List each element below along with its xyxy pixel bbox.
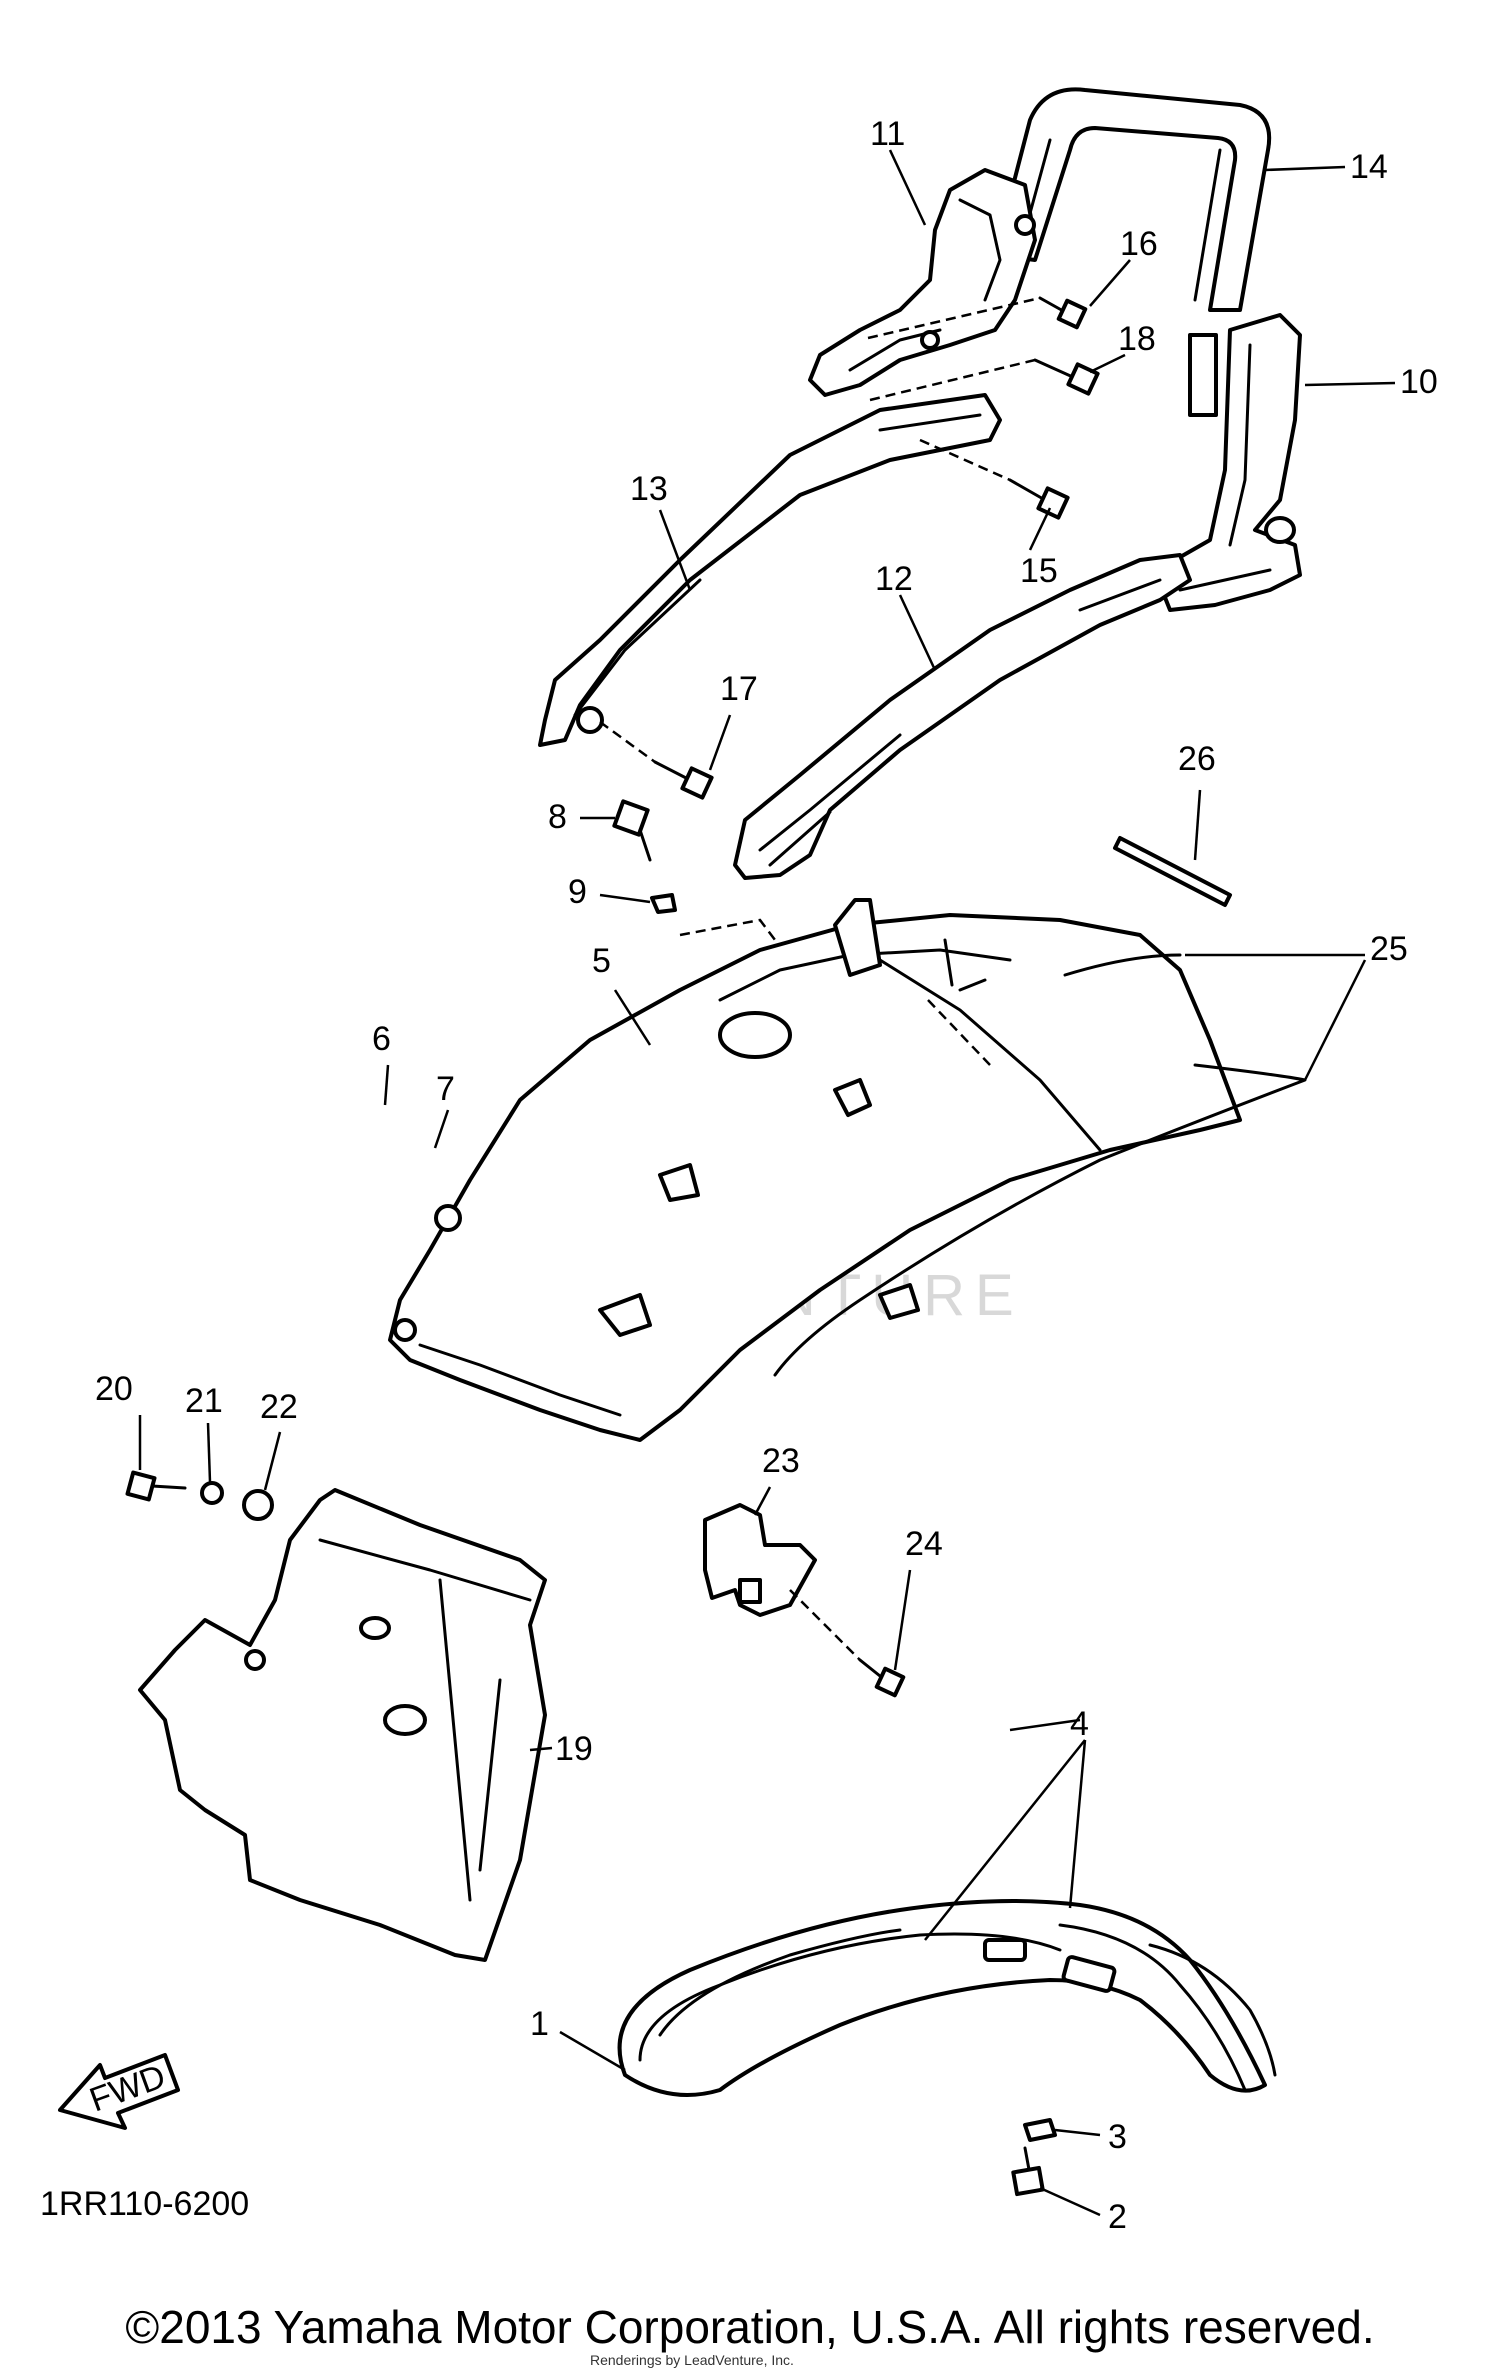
part-26-strip xyxy=(1113,836,1232,907)
part-19-detail xyxy=(318,1538,532,1902)
callout-16: 16 xyxy=(1120,225,1158,263)
part-16-bolt xyxy=(1038,296,1088,330)
part-5-edge xyxy=(418,958,1102,1417)
part-5-tab xyxy=(598,1293,652,1337)
callout-23: 23 xyxy=(762,1442,800,1480)
part-21-washer xyxy=(200,1481,224,1505)
part-1-front-fender xyxy=(617,1899,1267,2097)
callout-8: 8 xyxy=(548,798,567,836)
callout-10: 10 xyxy=(1400,363,1438,401)
leader-lines xyxy=(138,149,1396,2217)
callout-7: 7 xyxy=(436,1070,455,1108)
part-17-bolt xyxy=(653,760,714,800)
part-22-nut xyxy=(242,1489,274,1521)
part-10-slot xyxy=(1188,333,1218,417)
part-1-inner xyxy=(638,1932,1062,2062)
part-1-slot xyxy=(1061,1955,1117,1993)
part-5-rear-fender xyxy=(388,913,1242,1442)
part-2-bolt xyxy=(1011,2146,1045,2197)
fwd-arrow-icon: FWD xyxy=(58,2053,180,2130)
part-1-slot xyxy=(983,1938,1027,1962)
part-8-bolt xyxy=(612,799,652,862)
part-23-bracket xyxy=(703,1503,817,1617)
part-12-right-rail xyxy=(733,553,1192,880)
diagram-code: 1RR110-6200 xyxy=(40,2185,250,2223)
callout-12: 12 xyxy=(875,560,913,598)
part-5-hole xyxy=(718,1011,792,1059)
part-15-bolt xyxy=(1008,478,1070,520)
part-20-bolt xyxy=(125,1470,187,1502)
part-23-tab xyxy=(738,1578,762,1604)
callout-6: 6 xyxy=(372,1020,391,1058)
part-13-hole xyxy=(576,706,604,734)
part-13-left-rail xyxy=(538,393,1002,747)
callout-5: 5 xyxy=(592,942,611,980)
callout-25: 25 xyxy=(1370,930,1408,968)
copyright-notice: ©2013 Yamaha Motor Corporation, U.S.A. A… xyxy=(125,2301,1375,2353)
part-5-hole xyxy=(434,1204,462,1232)
part-10-hole xyxy=(1264,516,1296,544)
callout-3: 3 xyxy=(1108,2118,1127,2156)
callout-18: 18 xyxy=(1118,320,1156,358)
part-24-bolt xyxy=(858,1658,906,1698)
callout-4: 4 xyxy=(1070,1705,1089,1743)
part-19-hole xyxy=(359,1616,391,1640)
part-25-edge-strip xyxy=(773,953,1307,1377)
part-5-mount xyxy=(833,898,882,977)
callout-22: 22 xyxy=(260,1388,298,1426)
part-9-clip xyxy=(650,893,677,914)
callout-20: 20 xyxy=(95,1370,133,1408)
part-11-hole xyxy=(920,330,940,350)
part-19-inner-fender xyxy=(138,1488,547,1962)
callout-24: 24 xyxy=(905,1525,943,1563)
part-19-hole xyxy=(383,1704,427,1736)
callout-9: 9 xyxy=(568,873,587,911)
part-11-left-bracket xyxy=(808,168,1037,397)
callout-17: 17 xyxy=(720,670,758,708)
part-5-hole xyxy=(393,1318,417,1342)
callout-2: 2 xyxy=(1108,2198,1127,2236)
assembly-dashes xyxy=(599,296,1041,1661)
render-credit: Renderings by LeadVenture, Inc. xyxy=(590,2352,794,2368)
part-3-clip xyxy=(1023,2118,1057,2142)
part-5-tab xyxy=(833,1078,872,1117)
part-18-bolt xyxy=(1033,358,1100,396)
callout-labels: 11 14 16 18 10 13 15 12 17 26 8 9 25 5 6… xyxy=(95,115,1438,2236)
part-19-hole xyxy=(244,1649,266,1671)
callout-19: 19 xyxy=(555,1730,593,1768)
callout-15: 15 xyxy=(1020,552,1058,590)
part-13-detail xyxy=(573,413,982,717)
callout-21: 21 xyxy=(185,1382,223,1420)
callout-1: 1 xyxy=(530,2005,549,2043)
part-10-detail xyxy=(1178,343,1272,592)
part-5-tab xyxy=(878,1283,920,1320)
callout-11: 11 xyxy=(870,115,905,153)
part-4-trim xyxy=(658,1923,1277,2092)
callout-26: 26 xyxy=(1178,740,1216,778)
part-14-grab-bar xyxy=(993,87,1272,312)
part-5-stud xyxy=(943,938,987,992)
part-10-right-bracket xyxy=(1158,313,1302,612)
part-12-detail xyxy=(758,578,1162,852)
callout-13: 13 xyxy=(630,470,668,508)
part-5-tab xyxy=(658,1163,700,1202)
part-11-hole xyxy=(1014,214,1036,236)
part-12-grip xyxy=(768,810,832,867)
callout-14: 14 xyxy=(1350,148,1388,186)
